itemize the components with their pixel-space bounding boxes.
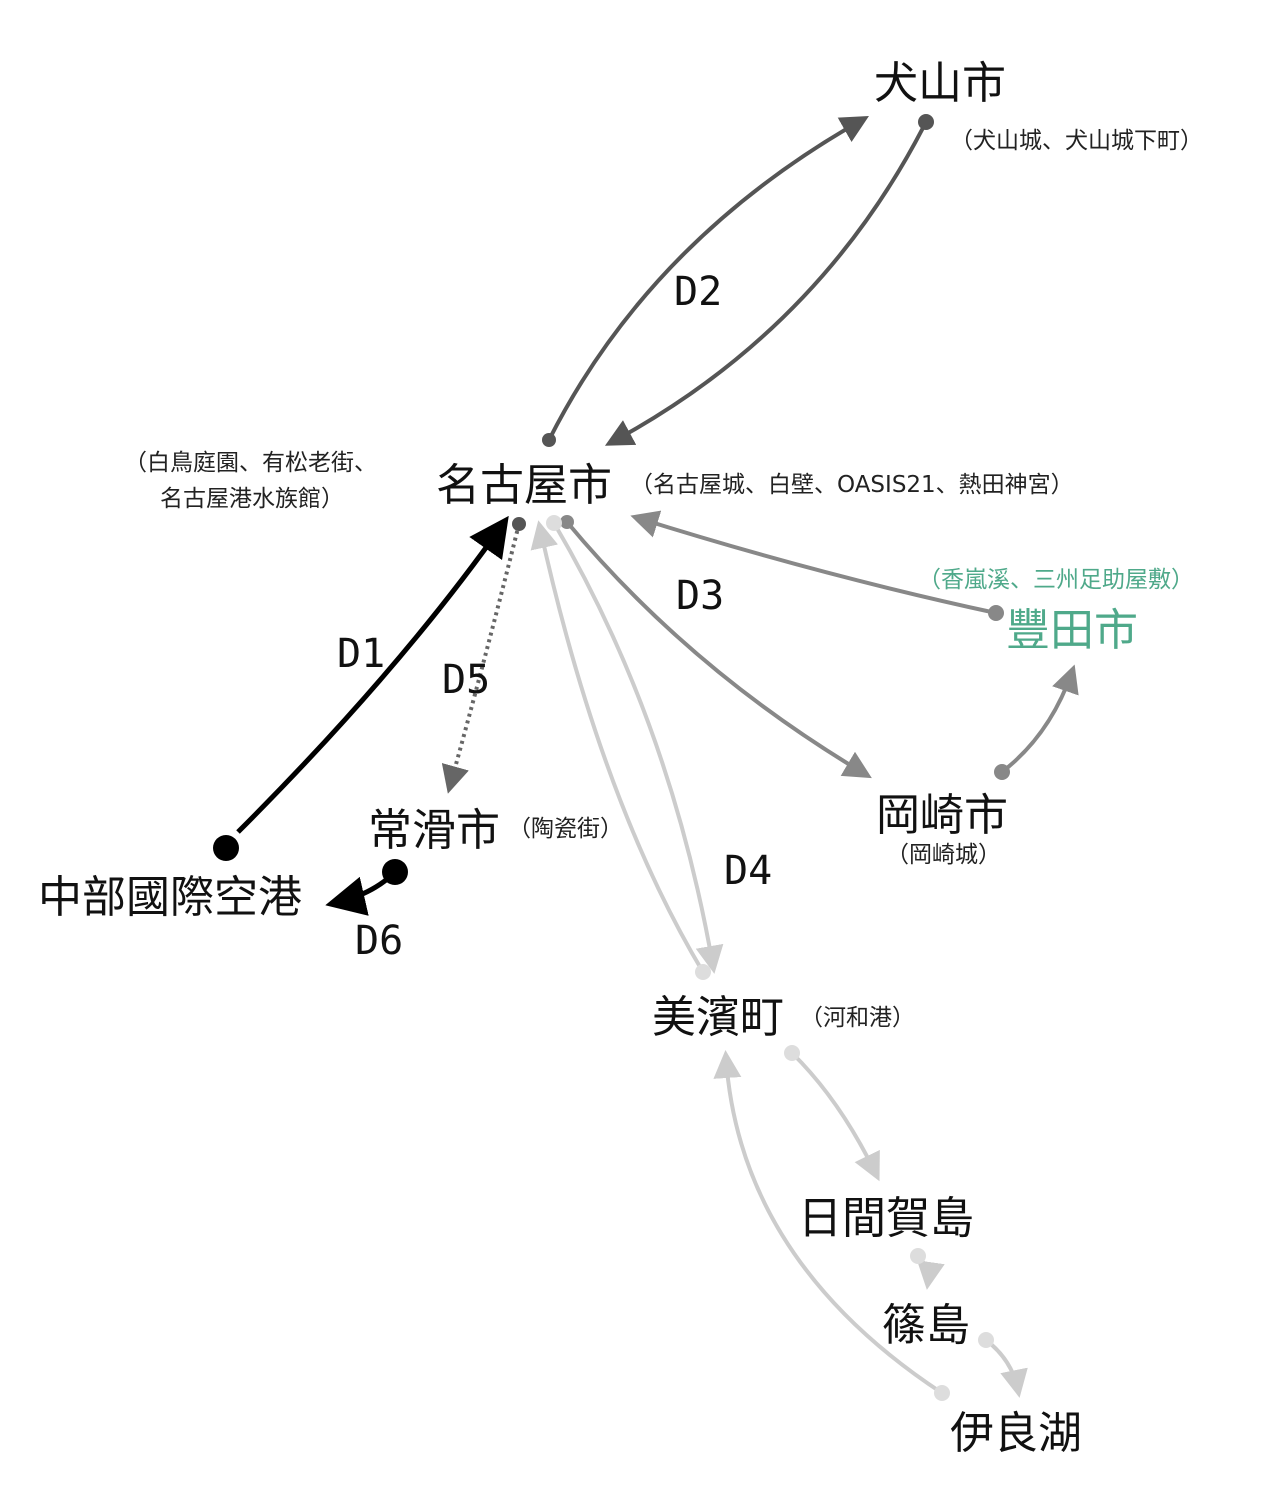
node-mihama-sights: （河和港） [800,1005,915,1031]
node-himakajima: 日間賀島 [798,1193,974,1244]
edge-label-d5: D5 [442,657,490,703]
node-okazaki-sights: （岡崎城） [886,842,1001,868]
edge-d4 [530,515,1028,1401]
edge-label-d6: D6 [355,918,403,964]
node-tokoname-sights: （陶瓷街） [508,816,623,842]
edge-d3 [560,510,1079,780]
node-nagoya-sights: （名古屋城、白壁、OASIS21、熱田神宮） [630,472,1074,498]
edge-label-d3: D3 [676,573,724,619]
node-shinojima: 篠島 [882,1300,970,1351]
edge-d5 [441,517,526,794]
node-okazaki: 岡崎市 [876,790,1008,841]
edge-label-d1: D1 [337,631,385,677]
node-inuyama: 犬山市 [874,58,1006,109]
node-tokoname: 常滑市 [368,805,500,856]
node-nagoya-sights-left-2: 名古屋港水族館） [160,486,344,512]
edge-d2 [542,114,934,447]
node-airport: 中部國際空港 [38,872,302,923]
node-mihama: 美濱町 [652,992,784,1043]
node-irago: 伊良湖 [950,1408,1082,1459]
edge-label-d2: D2 [674,269,722,315]
node-toyota: 豐田市 [1006,605,1138,656]
node-nagoya-sights-left-1: （白鳥庭園、有松老街、 [124,450,377,476]
node-inuyama-sights: （犬山城、犬山城下町） [950,128,1203,154]
edge-label-d4: D4 [724,848,772,894]
edge-d6 [325,859,408,916]
node-nagoya: 名古屋市 [436,460,612,511]
node-toyota-sights: （香嵐溪、三州足助屋敷） [918,567,1194,593]
edge-d1 [213,515,509,861]
